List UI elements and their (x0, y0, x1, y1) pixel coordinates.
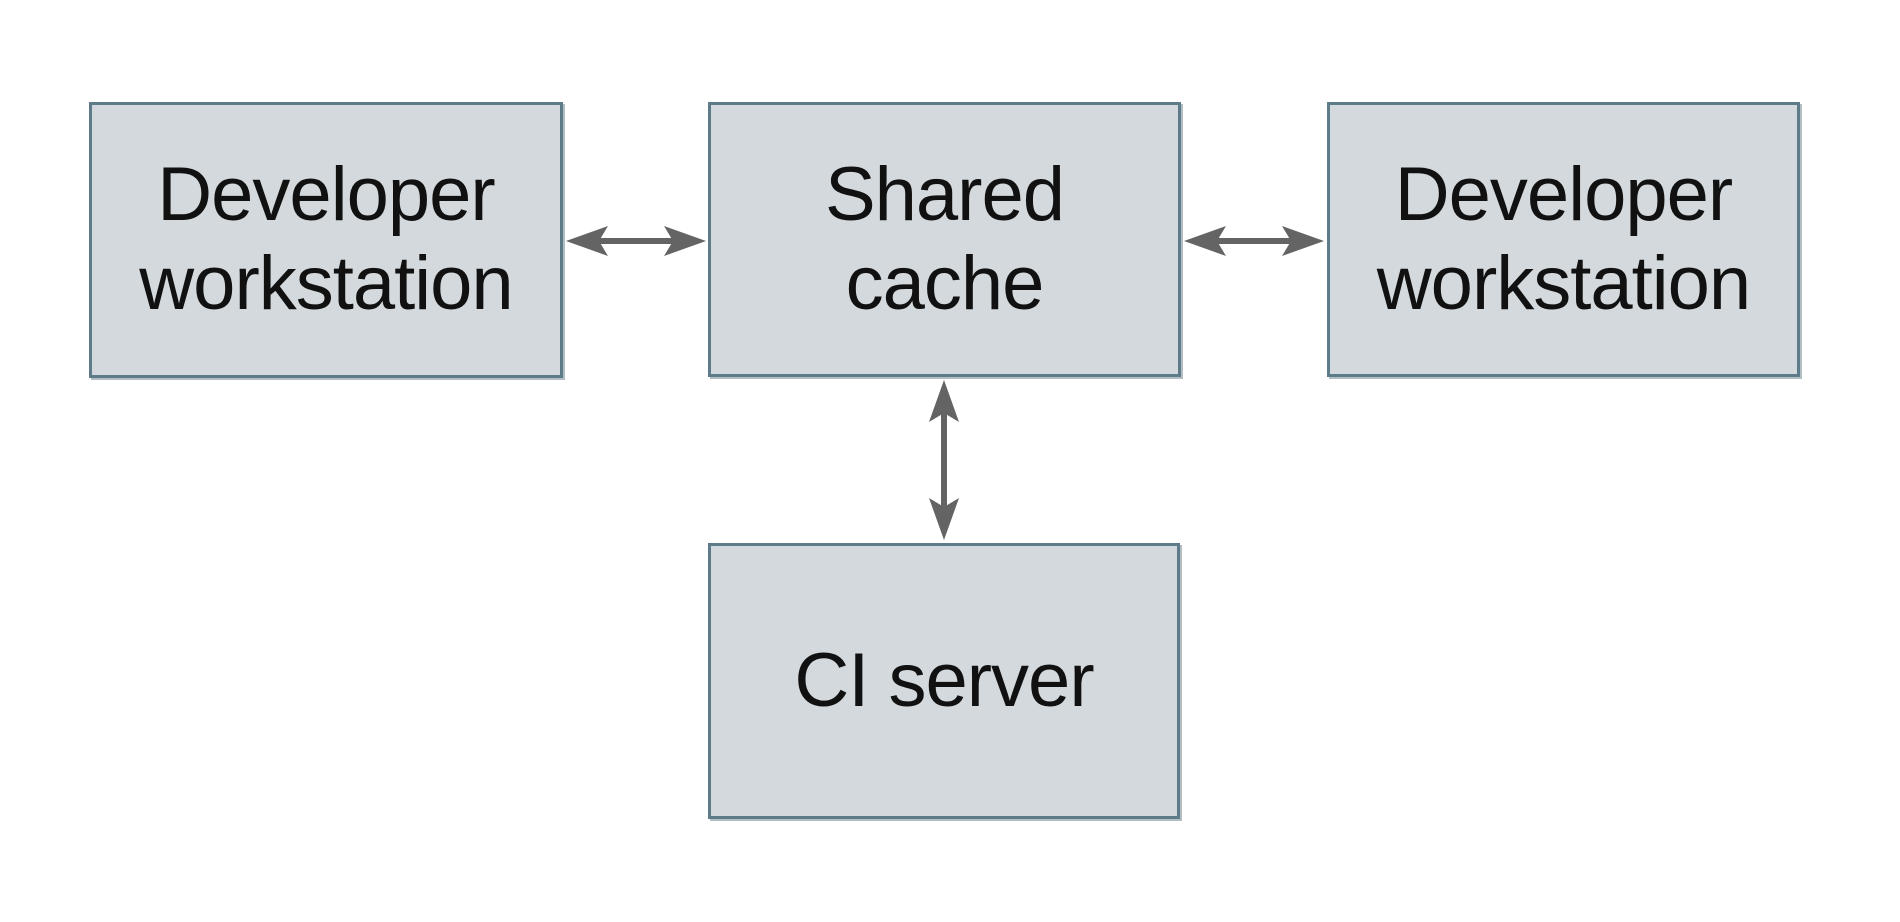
node-shared-cache: Shared cache (708, 102, 1181, 377)
node-developer-workstation-left: Developer workstation (89, 102, 563, 378)
node-label: Shared cache (824, 151, 1065, 326)
edge-cache-devright-bidirectional-arrow (1184, 226, 1324, 256)
node-label: Developer workstation (139, 152, 513, 326)
edge-cache-ciserver-bidirectional-arrow (929, 380, 959, 540)
node-developer-workstation-right: Developer workstation (1327, 102, 1800, 377)
edge-devleft-cache-bidirectional-arrow (566, 226, 706, 256)
node-label: CI server (794, 637, 1094, 723)
node-ci-server: CI server (708, 543, 1180, 819)
node-label: Developer workstation (1376, 151, 1751, 326)
